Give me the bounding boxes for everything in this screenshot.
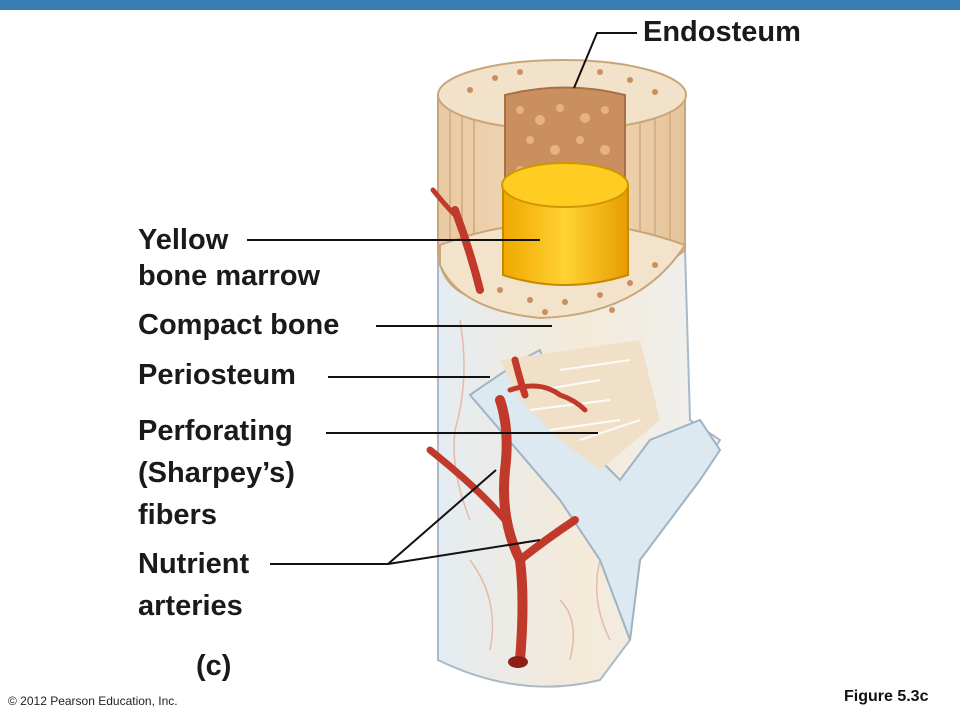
label-periosteum: Periosteum bbox=[138, 359, 296, 391]
panel-label: (c) bbox=[196, 650, 232, 682]
artery-opening bbox=[508, 656, 528, 668]
yellow-marrow bbox=[501, 162, 629, 286]
copyright-notice: © 2012 Pearson Education, Inc. bbox=[8, 694, 178, 708]
leader-lines bbox=[247, 32, 637, 565]
label-perforating-line2: (Sharpey’s) bbox=[138, 457, 295, 489]
figure-number: Figure 5.3c bbox=[844, 688, 929, 705]
label-perforating-line3: fibers bbox=[138, 499, 217, 531]
header-bar bbox=[0, 0, 960, 10]
label-nutrient-line1: Nutrient bbox=[138, 548, 250, 580]
label-yellow-marrow-line2: bone marrow bbox=[138, 260, 321, 292]
label-nutrient-line2: arteries bbox=[138, 590, 243, 622]
label-perforating-line1: Perforating bbox=[138, 415, 293, 447]
label-endosteum: Endosteum bbox=[643, 16, 801, 48]
periosteum-flap bbox=[468, 348, 722, 641]
nutrient-arteries bbox=[426, 187, 588, 665]
label-compact-bone: Compact bone bbox=[138, 309, 340, 341]
label-yellow-marrow-line1: Yellow bbox=[138, 224, 229, 256]
